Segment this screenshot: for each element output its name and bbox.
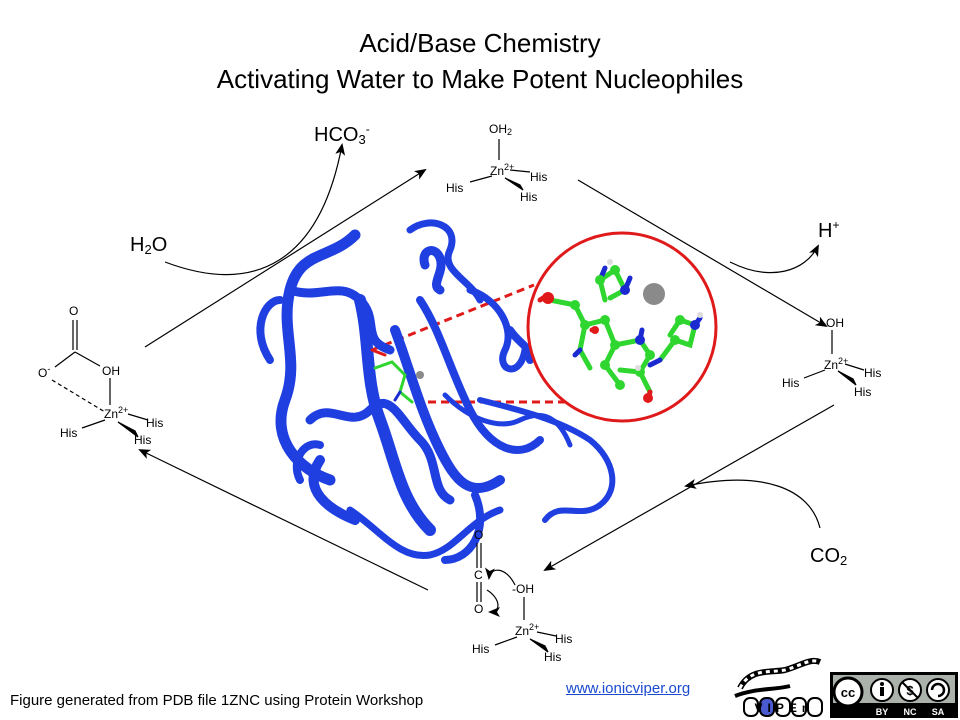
bottom-his-left: His — [472, 642, 490, 656]
cc-text: cc — [841, 685, 855, 700]
cycle-arrow-left-to-top — [144, 168, 427, 348]
left-his-right: His — [146, 416, 164, 430]
cycle-arrow-right-to-bottom — [543, 404, 835, 571]
viper-logo: VIPEr — [734, 658, 823, 717]
h2o-label: H2O — [130, 234, 168, 257]
bottom-o-bottom: O — [474, 602, 484, 616]
zinc-ion-sphere — [643, 283, 665, 305]
top-his-right: His — [530, 170, 548, 184]
zoom-circle — [526, 231, 718, 423]
top-zn-label: Zn2+ — [490, 162, 515, 178]
bottom-c-label: C — [474, 568, 483, 582]
bottom-complex-bonds — [476, 543, 557, 653]
right-his-right: His — [864, 366, 882, 380]
bottom-zn-label: Zn2+ — [515, 622, 540, 638]
left-oh-label: OH — [102, 364, 120, 378]
protein-ribbon — [256, 219, 616, 564]
h-plus-label: H+ — [818, 218, 840, 242]
right-zn-label: Zn2+ — [824, 356, 849, 372]
hco3-label: HCO3- — [314, 122, 370, 147]
h2o-in-hco3-out-curve — [164, 143, 346, 276]
cc-nc-text: NC — [904, 707, 917, 717]
figure-credit: Figure generated from PDB file 1ZNC usin… — [10, 692, 424, 709]
right-his-bottom: His — [854, 385, 872, 399]
left-complex-bonds — [51, 320, 149, 438]
top-his-left: His — [446, 181, 464, 195]
zoom-atoms — [542, 259, 703, 403]
cycle-arrow-bottom-to-left — [138, 449, 429, 591]
title-line-2: Activating Water to Make Potent Nucleoph… — [216, 64, 744, 94]
right-complex-bonds — [803, 330, 865, 386]
left-his-bottom: His — [134, 433, 152, 447]
right-his-left: His — [782, 376, 800, 390]
bottom-o-top: O — [474, 528, 484, 542]
bottom-his-right: His — [555, 632, 573, 646]
active-site-sticks — [370, 348, 424, 404]
ionicviper-link[interactable]: www.ionicviper.org — [566, 680, 691, 697]
electron-push-arrows — [485, 567, 516, 617]
left-o-top: O — [69, 304, 79, 318]
h-plus-out-curve — [729, 244, 819, 274]
co2-in-curve — [684, 479, 821, 529]
left-o-neg: O- — [38, 364, 51, 380]
left-his-left: His — [60, 426, 78, 440]
cycle-arrow-top-to-right — [577, 179, 828, 328]
co2-label: CO2 — [810, 545, 848, 568]
top-complex-bonds — [469, 139, 531, 191]
left-zn-label: Zn2+ — [104, 405, 129, 421]
title-line-1: Acid/Base Chemistry — [359, 28, 601, 58]
top-oh2-label: OH2 — [489, 122, 513, 137]
viper-logo-text: VIPEr — [754, 701, 811, 715]
bottom-his-bottom: His — [544, 650, 562, 664]
top-his-bottom: His — [520, 190, 538, 204]
cc-by-nc-sa-badge: cc $ BY NC SA — [830, 672, 958, 718]
cc-by-text: BY — [876, 707, 889, 717]
right-oh-label: -OH — [822, 316, 844, 330]
cc-sa-text: SA — [932, 707, 945, 717]
bottom-oh-label: -OH — [512, 582, 534, 596]
